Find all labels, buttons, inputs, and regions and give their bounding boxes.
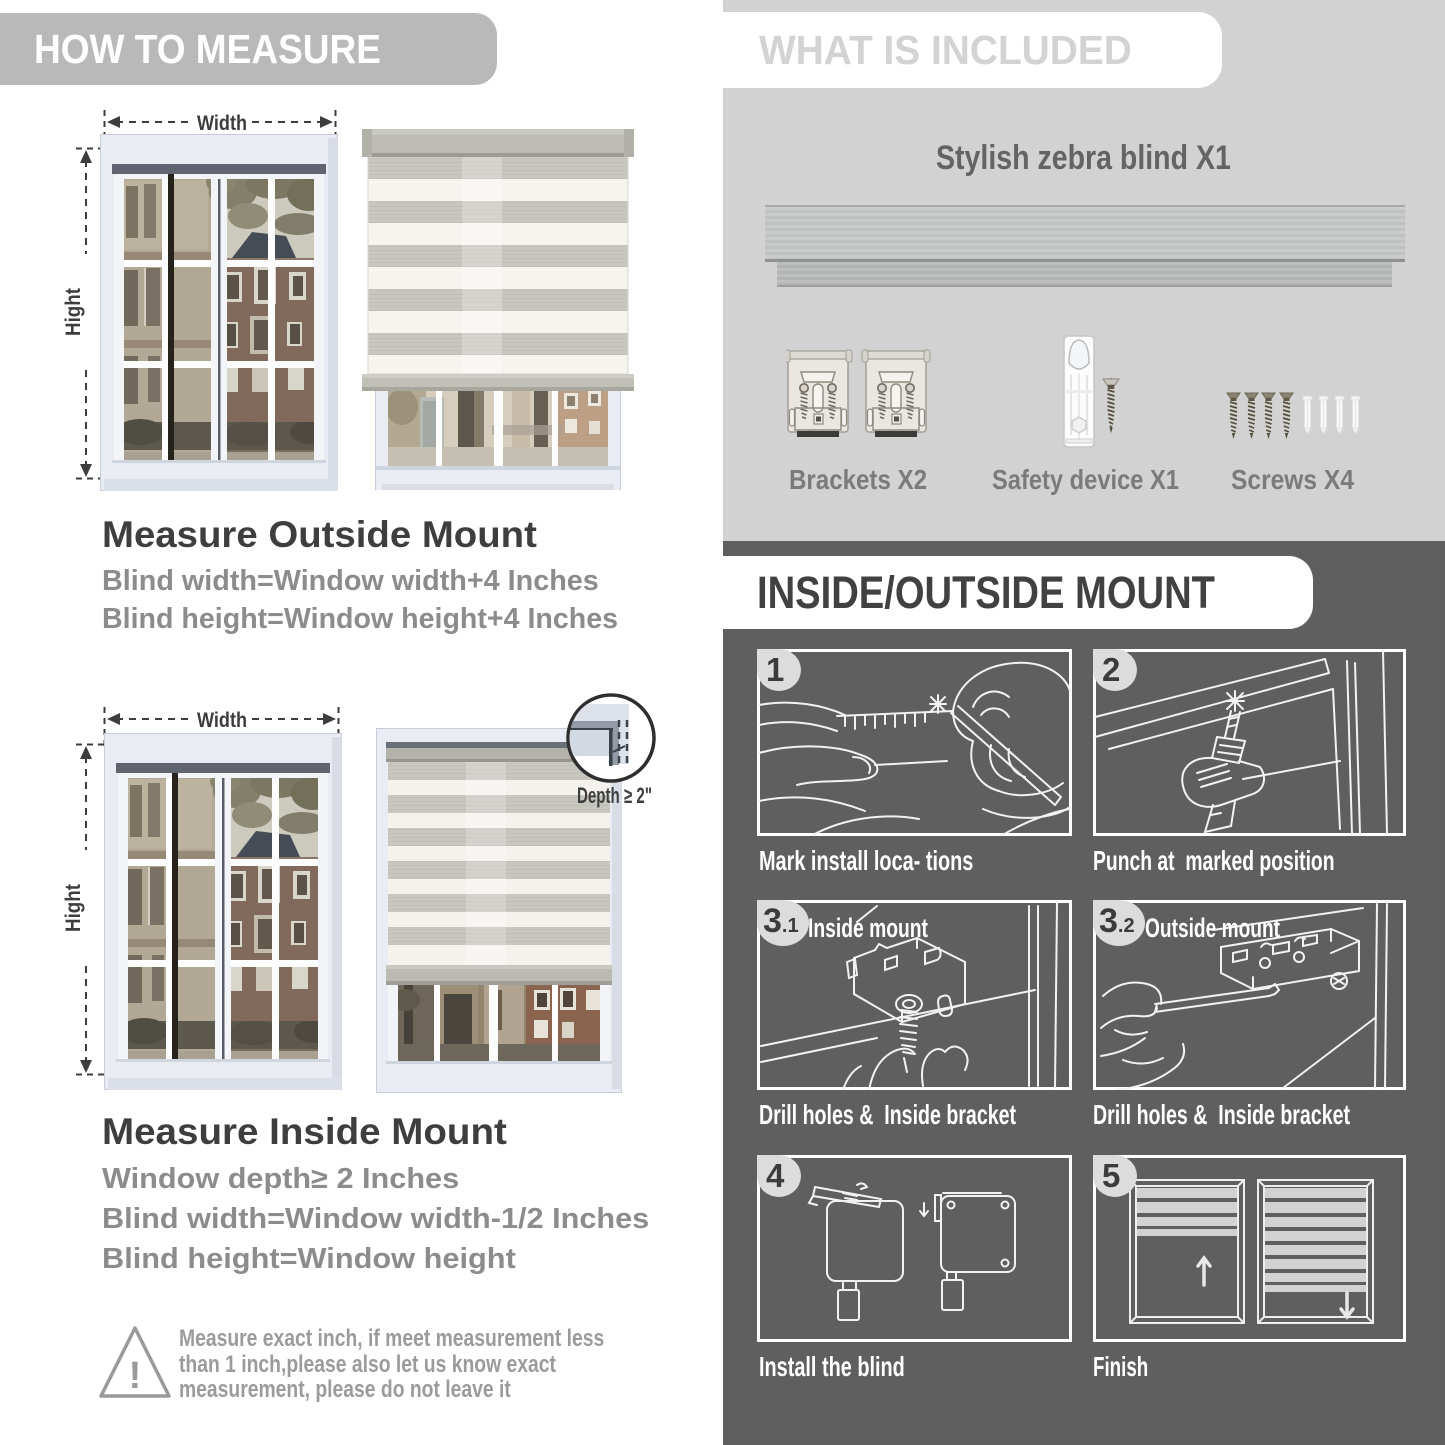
svg-text:Hight: Hight: [62, 884, 85, 932]
svg-text:Width: Width: [197, 709, 247, 732]
svg-text:Width: Width: [197, 112, 247, 135]
svg-text:Hight: Hight: [62, 288, 85, 336]
svg-text:!: !: [129, 1355, 142, 1397]
